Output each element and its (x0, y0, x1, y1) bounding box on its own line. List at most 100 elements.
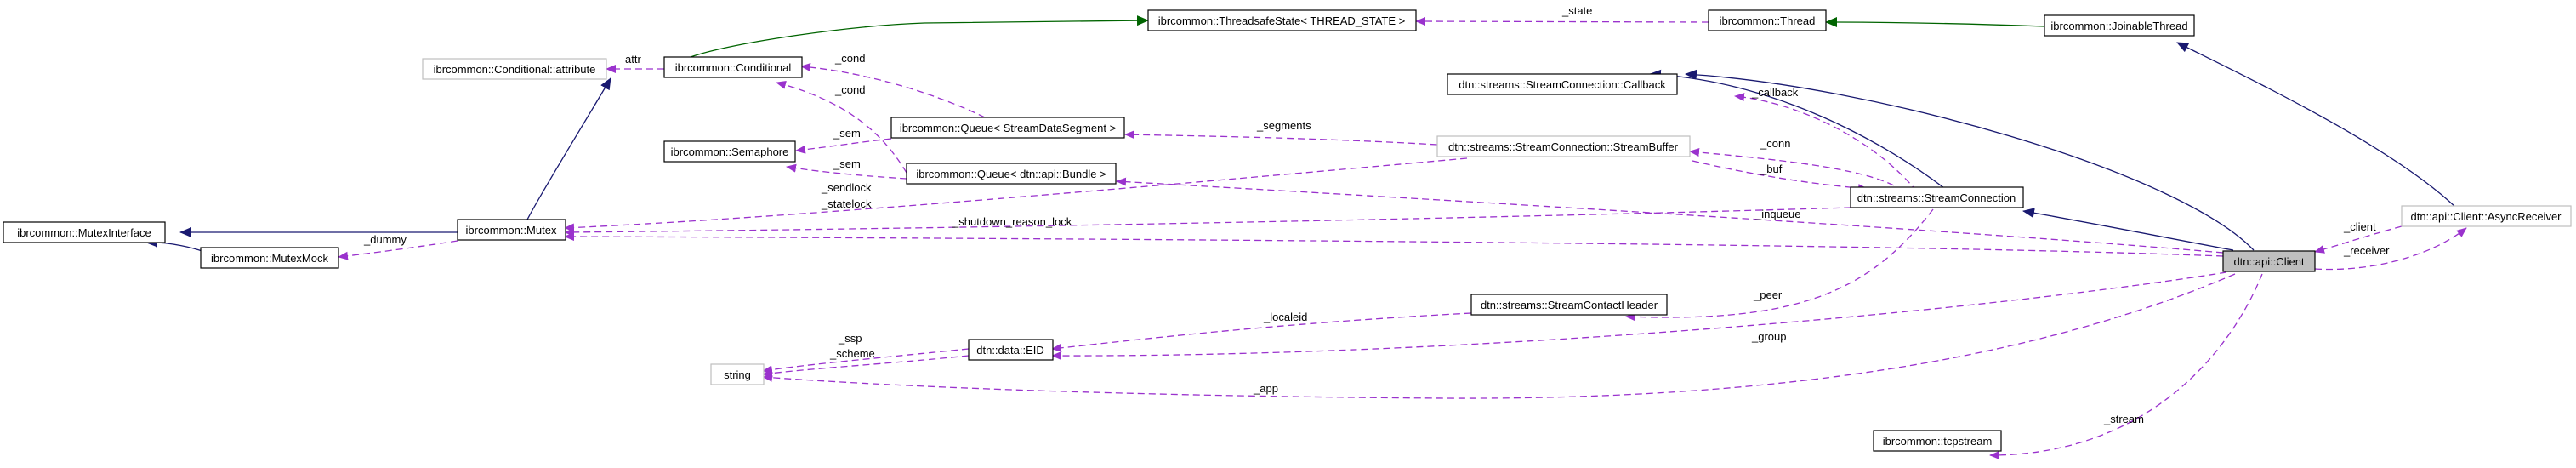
edge-streambuffer-buf (1692, 160, 1868, 193)
node-stream-callback[interactable]: dtn::streams::StreamConnection::Callback (1447, 73, 1678, 95)
node-label: ibrcommon::Mutex (466, 224, 557, 237)
label-conn: _conn (1760, 137, 1790, 150)
edge-queuebundle-cond (776, 80, 907, 174)
edge-mutexmock-to-mutexinterface (145, 237, 205, 253)
edge-client-stream (1989, 273, 2263, 459)
edge-streamconnection-statelock (564, 207, 1851, 237)
edge-client-app (762, 273, 2236, 399)
node-semaphore[interactable]: ibrcommon::Semaphore (663, 140, 796, 163)
node-threadsafe-state[interactable]: ibrcommon::ThreadsafeState< THREAD_STATE… (1147, 9, 1417, 31)
node-label: ibrcommon::Conditional::attribute (434, 63, 596, 76)
edge-joinablethread-to-thread (1825, 17, 2045, 28)
edge-client-shutdown-reason-lock (564, 232, 2224, 257)
edge-streambuffer-segments (1124, 130, 1438, 146)
label-cond-top: _cond (834, 52, 865, 65)
edge-streamconnection-conn (1689, 148, 1904, 191)
label-inqueue: _inqueue (1754, 208, 1801, 220)
node-joinable-thread[interactable]: ibrcommon::JoinableThread (2044, 14, 2195, 37)
edge-streamconnection-to-callback (1649, 69, 1948, 191)
label-callback: _callback (1751, 86, 1799, 99)
node-label: dtn::streams::StreamConnection (1857, 191, 2016, 204)
edge-queuesegment-cond (800, 63, 986, 118)
edge-client-inqueue (1116, 177, 2224, 254)
edge-mutex-to-conditional (526, 77, 611, 220)
node-label: ibrcommon::JoinableThread (2050, 20, 2187, 32)
label-receiver: _receiver (2343, 244, 2390, 257)
edge-streamcontactheader-localeid (1051, 312, 1472, 352)
label-buf: _buf (1760, 163, 1783, 175)
node-conditional-attribute[interactable]: ibrcommon::Conditional::attribute (422, 58, 607, 80)
node-label: ibrcommon::Conditional (675, 61, 792, 74)
node-label: dtn::streams::StreamConnection::StreamBu… (1448, 140, 1679, 153)
edge-queuebundle-sem (786, 163, 907, 180)
label-client: _client (2343, 220, 2376, 233)
edge-streamconnection-peer (1625, 208, 1934, 322)
edge-client-to-streamconnection (2022, 208, 2234, 251)
label-sem-mid: _sem (833, 157, 861, 170)
edge-conditional-to-threadsafestate (690, 15, 1149, 58)
node-label: dtn::streams::StreamContactHeader (1481, 299, 1658, 311)
node-mutex-interface[interactable]: ibrcommon::MutexInterface (3, 221, 166, 243)
node-label: string (724, 368, 751, 381)
label-statelock: _statelock (821, 197, 872, 210)
label-sendlock: _sendlock (821, 181, 872, 194)
edge-client-receiver (2314, 227, 2467, 271)
label-segments: _segments (1256, 119, 1311, 132)
label-sem-top: _sem (833, 127, 861, 140)
node-string[interactable]: string (710, 363, 765, 385)
edge-asyncreceiver-to-joinablethread (2176, 42, 2457, 208)
node-tcpstream[interactable]: ibrcommon::tcpstream (1873, 430, 2002, 452)
node-label: ibrcommon::Semaphore (671, 146, 789, 158)
edge-asyncreceiver-client (2314, 225, 2403, 254)
node-label: ibrcommon::MutexMock (211, 252, 328, 265)
edge-thread-state (1415, 17, 1709, 26)
edge-client-group (1051, 271, 2227, 361)
label-shutdown-reason-lock: _shutdown_reason_lock (952, 215, 1072, 228)
label-stream: _stream (2103, 413, 2144, 425)
node-label: ibrcommon::tcpstream (1883, 435, 1993, 448)
edge-eid-scheme (762, 355, 970, 378)
edge-streambuffer-sendlock (564, 157, 1468, 232)
node-stream-connection[interactable]: dtn::streams::StreamConnection (1850, 186, 2024, 208)
label-localeid: _localeid (1263, 311, 1307, 323)
node-label: dtn::api::Client (2233, 255, 2304, 268)
label-peer: _peer (1753, 288, 1783, 301)
node-mutex-mock[interactable]: ibrcommon::MutexMock (200, 247, 339, 269)
label-app: _app (1253, 382, 1278, 395)
edge-mutex-dummy (338, 240, 458, 260)
label-attr: attr (625, 53, 641, 66)
node-label: dtn::api::Client::AsyncReceiver (2410, 210, 2562, 223)
nodes: ibrcommon::Conditional::attribute ibrcom… (3, 9, 2572, 452)
label-cond-mid: _cond (834, 83, 865, 96)
edge-client-to-callback (1685, 69, 2255, 251)
node-stream-buffer[interactable]: dtn::streams::StreamConnection::StreamBu… (1436, 135, 1691, 157)
node-thread[interactable]: ibrcommon::Thread (1708, 9, 1827, 31)
label-dummy: _dummy (363, 233, 407, 246)
label-scheme: _scheme (829, 347, 875, 360)
edge-eid-ssp (762, 348, 970, 374)
node-label: ibrcommon::MutexInterface (17, 226, 151, 239)
node-label: dtn::data::EID (976, 344, 1044, 357)
inheritance-edges (145, 15, 2457, 253)
node-async-receiver[interactable]: dtn::api::Client::AsyncReceiver (2401, 205, 2572, 227)
node-label: ibrcommon::Queue< StreamDataSegment > (900, 122, 1116, 134)
label-state: _state (1561, 4, 1592, 17)
label-group: _group (1751, 330, 1786, 343)
usage-edges (338, 17, 2467, 459)
node-queue-bundle[interactable]: ibrcommon::Queue< dtn::api::Bundle > (906, 163, 1117, 185)
node-label: ibrcommon::Thread (1720, 14, 1816, 27)
node-stream-contact-header[interactable]: dtn::streams::StreamContactHeader (1470, 294, 1668, 316)
edge-streamconnection-callback (1734, 93, 1918, 192)
node-conditional[interactable]: ibrcommon::Conditional (663, 56, 803, 78)
node-eid[interactable]: dtn::data::EID (968, 339, 1054, 361)
node-mutex[interactable]: ibrcommon::Mutex (457, 219, 566, 241)
node-queue-segment[interactable]: ibrcommon::Queue< StreamDataSegment > (890, 117, 1125, 139)
node-label: ibrcommon::Queue< dtn::api::Bundle > (916, 168, 1106, 180)
edge-queuesegment-sem (795, 138, 892, 154)
label-ssp: _ssp (838, 332, 862, 345)
edge-labels: _state attr _cond _cond _segments _callb… (363, 4, 2390, 425)
node-label: dtn::streams::StreamConnection::Callback (1459, 78, 1666, 91)
node-label: ibrcommon::ThreadsafeState< THREAD_STATE… (1158, 14, 1405, 27)
node-client[interactable]: dtn::api::Client (2222, 250, 2316, 272)
